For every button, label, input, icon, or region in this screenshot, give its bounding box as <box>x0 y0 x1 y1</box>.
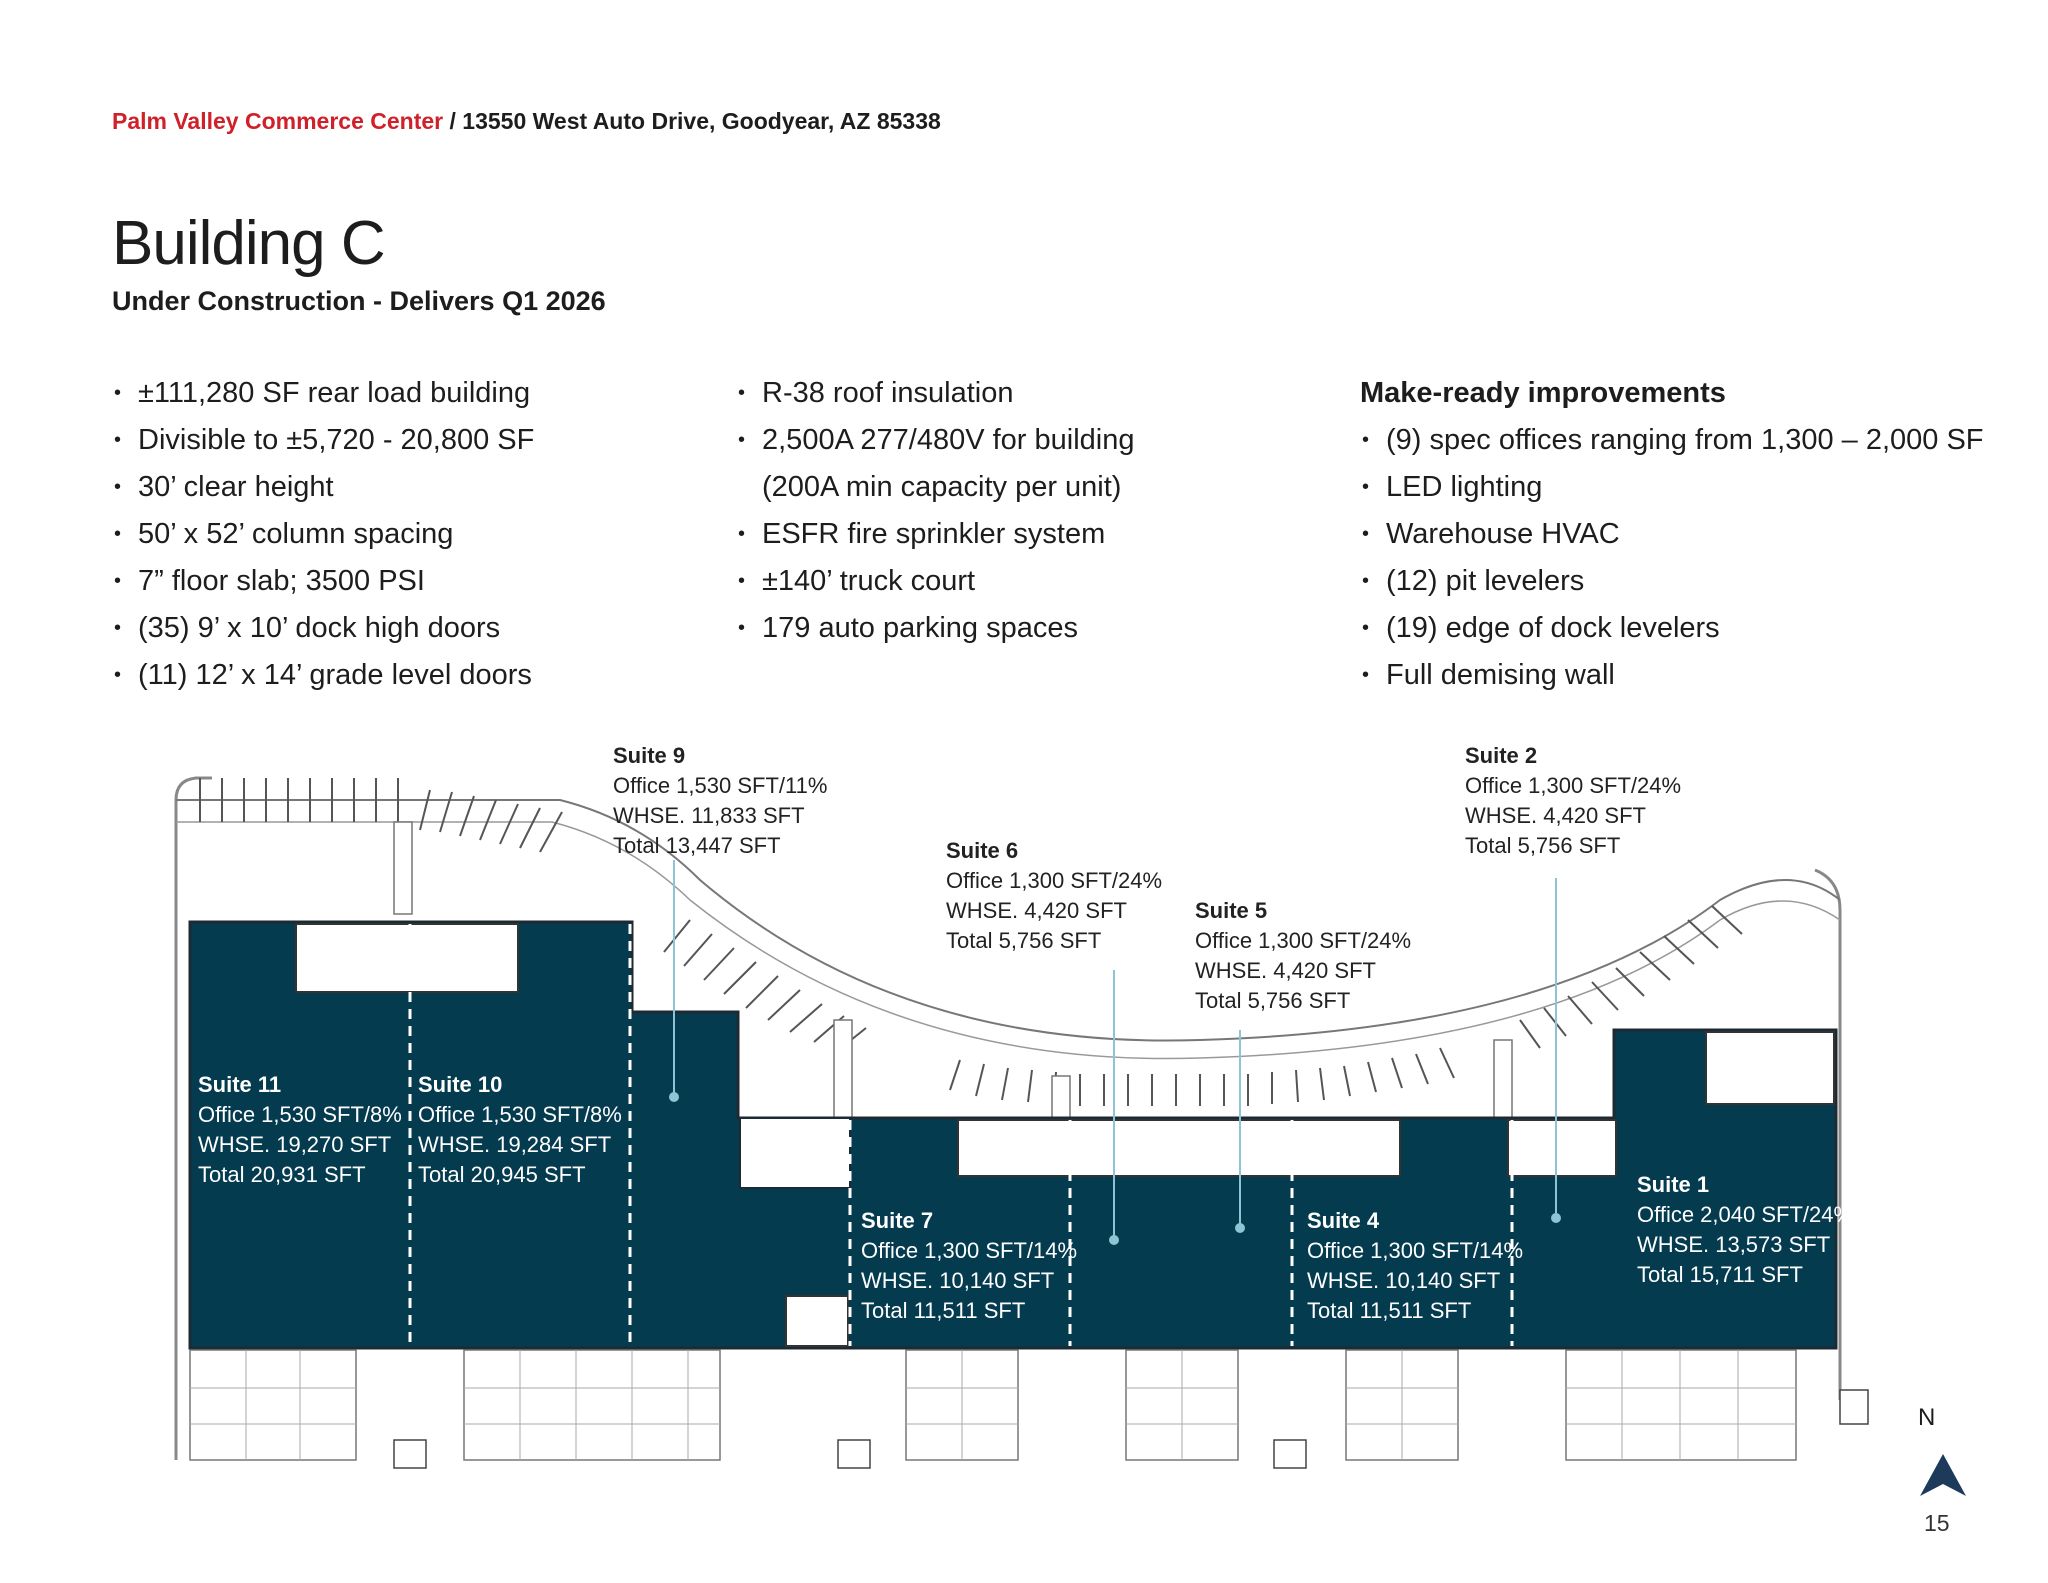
suite-4-whse: WHSE. 10,140 SFT <box>1307 1268 1501 1293</box>
spec-item: (35) 9’ x 10’ dock high doors <box>112 605 534 652</box>
suite-5-office: Office 1,300 SFT/24% <box>1195 928 1412 953</box>
spec-item: 50’ x 52’ column spacing <box>112 511 534 558</box>
suite-10-total: Total 20,945 SFT <box>418 1162 586 1187</box>
spec-item: 179 auto parking spaces <box>736 605 1134 652</box>
suite-7-name: Suite 7 <box>861 1208 934 1233</box>
pad-grid <box>190 1350 1796 1460</box>
suite-1-office: Office 2,040 SFT/24% <box>1637 1202 1854 1227</box>
improvement-item: (9) spec offices ranging from 1,300 – 2,… <box>1360 417 1984 464</box>
spec-item: 30’ clear height <box>112 464 534 511</box>
spec-item: Divisible to ±5,720 - 20,800 SF <box>112 417 534 464</box>
suite-11-whse: WHSE. 19,270 SFT <box>198 1132 392 1157</box>
suite-1-total: Total 15,711 SFT <box>1637 1262 1803 1287</box>
leader-lines <box>673 860 1557 1238</box>
site-fixtures <box>393 1389 1869 1469</box>
header-separator: / <box>443 108 463 134</box>
improvement-item: LED lighting <box>1360 464 1984 511</box>
leader-dots <box>669 1092 1561 1245</box>
suite-7-whse: WHSE. 10,140 SFT <box>861 1268 1055 1293</box>
suite-10-name: Suite 10 <box>418 1072 503 1097</box>
suite-7-total: Total 11,511 SFT <box>861 1298 1026 1323</box>
suite-1-label: Suite 1 Office 2,040 SFT/24% WHSE. 13,57… <box>1637 1170 1853 1290</box>
suite-6-name: Suite 6 <box>946 838 1019 863</box>
walkways <box>393 821 1513 1131</box>
suite-5-total: Total 5,756 SFT <box>1195 988 1351 1013</box>
office-blocks <box>295 923 1835 1347</box>
spec-item: ESFR fire sprinkler system <box>736 511 1134 558</box>
parking-curve-inner <box>176 821 1841 1060</box>
suite-10-whse: WHSE. 19,284 SFT <box>418 1132 612 1157</box>
suite-2-total: Total 5,756 SFT <box>1465 833 1621 858</box>
parking-stalls <box>199 778 1743 1106</box>
suite-4-total: Total 11,511 SFT <box>1307 1298 1472 1323</box>
suite-5-label: Suite 5 Office 1,300 SFT/24% WHSE. 4,420… <box>1195 896 1411 1016</box>
suite-2-whse: WHSE. 4,420 SFT <box>1465 803 1646 828</box>
suite-notch <box>739 1117 851 1189</box>
suite-1-whse: WHSE. 13,573 SFT <box>1637 1232 1831 1257</box>
spec-item: ±111,280 SF rear load building <box>112 370 534 417</box>
north-label: N <box>1918 1404 1936 1431</box>
improvement-item: (19) edge of dock levelers <box>1360 605 1984 652</box>
suite-6-office: Office 1,300 SFT/24% <box>946 868 1163 893</box>
suite-9-label: Suite 9 Office 1,530 SFT/11% WHSE. 11,83… <box>613 741 827 861</box>
suite-5-whse: WHSE. 4,420 SFT <box>1195 958 1376 983</box>
project-name: Palm Valley Commerce Center <box>112 108 444 134</box>
suite-11-total: Total 20,931 SFT <box>198 1162 366 1187</box>
improvements-heading: Make-ready improvements <box>1360 377 1726 409</box>
suite-2-label: Suite 2 Office 1,300 SFT/24% WHSE. 4,420… <box>1465 741 1681 861</box>
page-title: Building C <box>112 209 386 278</box>
page-header: Palm Valley Commerce Center / 13550 West… <box>112 108 941 135</box>
parking-curve-outer <box>176 799 1841 1042</box>
suite-11-label: Suite 11 Office 1,530 SFT/8% WHSE. 19,27… <box>198 1070 402 1190</box>
spec-item: R-38 roof insulation <box>736 370 1134 417</box>
spec-item: (11) 12’ x 14’ grade level doors <box>112 652 534 699</box>
suite-10-office: Office 1,530 SFT/8% <box>418 1102 622 1127</box>
specs-middle-column: R-38 roof insulation 2,500A 277/480V for… <box>736 370 1134 652</box>
truck-court-pads <box>189 1349 1797 1461</box>
page-number: 15 <box>1924 1510 1950 1536</box>
demising-walls <box>408 924 1514 1346</box>
suite-2-name: Suite 2 <box>1465 743 1538 768</box>
suite-9-whse: WHSE. 11,833 SFT <box>613 803 805 828</box>
suite-9-total: Total 13,447 SFT <box>613 833 781 858</box>
suite-11-office: Office 1,530 SFT/8% <box>198 1102 402 1127</box>
suite-2-office: Office 1,300 SFT/24% <box>1465 773 1682 798</box>
suite-7-label: Suite 7 Office 1,300 SFT/14% WHSE. 10,14… <box>861 1206 1077 1326</box>
spec-item-continuation: (200A min capacity per unit) <box>762 471 1122 503</box>
suite-6-whse: WHSE. 4,420 SFT <box>946 898 1127 923</box>
improvement-item: (12) pit levelers <box>1360 558 1984 605</box>
spec-item: 7” floor slab; 3500 PSI <box>112 558 534 605</box>
suite-6-total: Total 5,756 SFT <box>946 928 1102 953</box>
suite-4-label: Suite 4 Office 1,300 SFT/14% WHSE. 10,14… <box>1307 1206 1523 1326</box>
suite-9-name: Suite 9 <box>613 743 686 768</box>
project-address: 13550 West Auto Drive, Goodyear, AZ 8533… <box>462 108 941 134</box>
improvement-item: Warehouse HVAC <box>1360 511 1984 558</box>
suite-5-name: Suite 5 <box>1195 898 1268 923</box>
specs-left-column: ±111,280 SF rear load building Divisible… <box>112 370 534 699</box>
spec-item: 2,500A 277/480V for building <box>736 417 1134 464</box>
suite-10-label: Suite 10 Office 1,530 SFT/8% WHSE. 19,28… <box>418 1070 622 1190</box>
page-subtitle: Under Construction - Delivers Q1 2026 <box>112 286 606 316</box>
suite-1-name: Suite 1 <box>1637 1172 1710 1197</box>
improvements-column: Make-ready improvements (9) spec offices… <box>1360 370 1984 699</box>
suite-4-office: Office 1,300 SFT/14% <box>1307 1238 1524 1263</box>
improvement-item: Full demising wall <box>1360 652 1984 699</box>
suite-7-office: Office 1,300 SFT/14% <box>861 1238 1078 1263</box>
suite-11-name: Suite 11 <box>198 1072 282 1097</box>
spec-item: ±140’ truck court <box>736 558 1134 605</box>
site-boundary-right <box>1814 868 1842 1400</box>
suite-9-office: Office 1,530 SFT/11% <box>613 773 828 798</box>
north-arrow-icon <box>1920 1454 1966 1496</box>
suite-4-name: Suite 4 <box>1307 1208 1380 1233</box>
suite-6-label: Suite 6 Office 1,300 SFT/24% WHSE. 4,420… <box>946 836 1162 956</box>
